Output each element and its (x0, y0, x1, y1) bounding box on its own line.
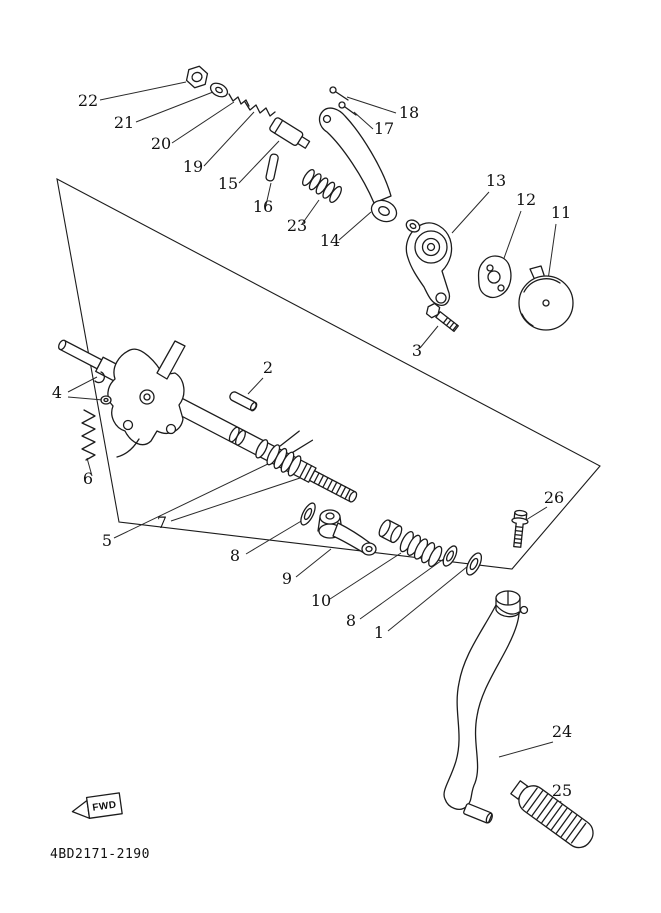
part-2-pin (229, 391, 258, 412)
fwd-label: FWD (92, 799, 118, 813)
part-20-spring (228, 93, 250, 107)
part-3-bolt (425, 302, 459, 333)
part-18-screw (329, 86, 349, 101)
callout-6: 6 (83, 469, 93, 488)
part-25-footrest-rubber (510, 780, 594, 849)
callout-17: 17 (374, 119, 394, 138)
part-10-spring (399, 530, 443, 568)
callout-8b: 8 (346, 611, 356, 630)
callout-11: 11 (551, 203, 571, 222)
callout-18: 18 (399, 103, 419, 122)
callout-25: 25 (552, 781, 572, 800)
part-13-stopper-plate (405, 219, 453, 306)
part-code: 4BD2171-2190 (50, 847, 150, 862)
callout-12: 12 (516, 190, 536, 209)
callout-9: 9 (282, 569, 292, 588)
callout-13: 13 (486, 171, 506, 190)
callout-5: 5 (102, 531, 112, 550)
part-4-clips (94, 371, 112, 405)
leader-lines (67, 81, 562, 814)
part-8-washer-a (300, 502, 316, 526)
part-19-spring (244, 101, 276, 117)
callout-2: 2 (263, 358, 273, 377)
part-7-shift-shaft (58, 339, 358, 503)
part-26-bolt (511, 509, 529, 548)
frame-parallelogram (56, 177, 601, 570)
part-11-cover (518, 265, 574, 331)
part-24-shift-pedal (443, 590, 529, 824)
callout-14: 14 (320, 231, 340, 250)
fwd-flag: FWD (71, 792, 123, 819)
callout-7: 7 (157, 513, 167, 532)
part-16-pin (265, 153, 279, 182)
shift-lever-assembly (107, 340, 186, 458)
part-14-shift-arm (318, 107, 398, 223)
callout-26: 26 (544, 488, 564, 507)
callout-20: 20 (151, 134, 171, 153)
callout-8a: 8 (230, 546, 240, 565)
part-9-arm (317, 509, 377, 556)
callout-23: 23 (287, 216, 307, 235)
callout-4: 4 (52, 383, 62, 402)
part-8-washer-b (442, 545, 458, 567)
part-15-pawl-holder (269, 117, 311, 149)
callout-10: 10 (311, 591, 331, 610)
part-12-plate (477, 255, 512, 299)
callout-1: 1 (374, 623, 384, 642)
callout-3: 3 (412, 341, 422, 360)
callout-22: 22 (78, 91, 98, 110)
callout-24: 24 (552, 722, 572, 741)
callout-19: 19 (183, 157, 203, 176)
callout-21: 21 (114, 113, 134, 132)
part-21-washer (209, 82, 229, 98)
part-collar-sleeve (378, 519, 403, 544)
part-1-washer (465, 552, 483, 576)
callout-16: 16 (253, 197, 273, 216)
callouts: 22 21 20 19 15 16 23 14 17 18 13 12 11 3… (52, 91, 572, 800)
part-17-screw (338, 101, 357, 116)
part-22-nut (185, 65, 209, 89)
callout-15: 15 (218, 174, 238, 193)
part-6-spring (81, 409, 96, 461)
part-23-spring (302, 168, 342, 204)
